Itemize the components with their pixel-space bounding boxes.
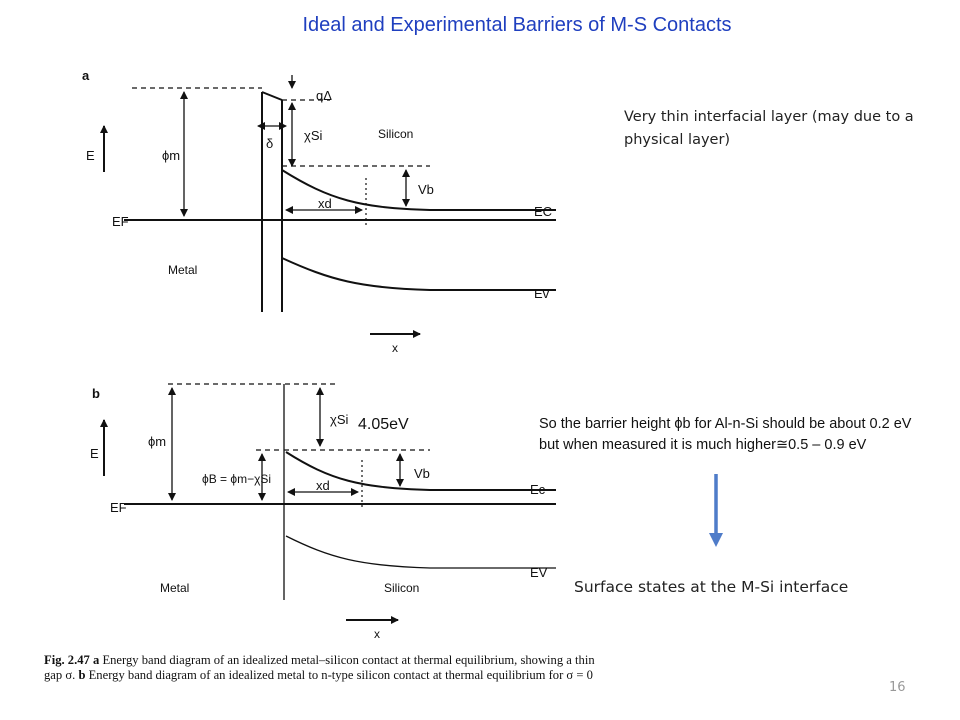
phi-m-label: ϕm xyxy=(148,434,166,449)
valence-band-curve xyxy=(285,535,556,569)
ev-label: Ev xyxy=(534,286,550,301)
vb-label: Vb xyxy=(418,182,434,197)
caption-fig-number: Fig. 2.47 xyxy=(44,653,90,667)
energy-axis-label: E xyxy=(90,446,99,461)
xd-label: xd xyxy=(318,196,332,211)
valence-band-curve xyxy=(281,257,556,291)
ec-label: EC xyxy=(534,204,552,219)
caption-part-a: Energy band diagram of an idealized meta… xyxy=(44,653,595,682)
conduction-band-curve xyxy=(281,169,556,211)
oxide-barrier-top xyxy=(261,91,283,101)
x-axis-label: x xyxy=(392,341,398,355)
panel-label-a: a xyxy=(82,68,90,83)
chi-si-label: χSi xyxy=(304,128,322,143)
energy-axis-label: E xyxy=(86,148,95,163)
delta-label: δ xyxy=(266,136,273,151)
silicon-label: Silicon xyxy=(384,581,419,595)
chi-value-label: 4.05eV xyxy=(358,416,409,433)
diagram-b-group: b E ϕm ϕB = ϕm−χSi EF Metal Silicon χSi … xyxy=(90,383,556,641)
metal-label: Metal xyxy=(160,581,189,595)
note-surface-states: Surface states at the M-Si interface xyxy=(574,578,849,596)
caption-part-b: Energy band diagram of an idealized meta… xyxy=(88,668,593,682)
xd-label: xd xyxy=(316,478,330,493)
phi-m-label: ϕm xyxy=(162,148,180,163)
ec-label: Ec xyxy=(530,482,546,497)
note-barrier-height: So the barrier height ϕb for Al-n-Si sho… xyxy=(539,416,912,453)
figure-caption: Fig. 2.47 a Energy band diagram of an id… xyxy=(44,653,604,683)
fermi-label: EF xyxy=(110,500,127,515)
metal-label: Metal xyxy=(168,263,197,277)
conduction-band-curve xyxy=(285,451,556,491)
q-delta-label: qΔ xyxy=(316,88,332,103)
chi-si-label: χSi xyxy=(330,412,348,427)
caption-part-b-label: b xyxy=(78,668,86,682)
fermi-label: EF xyxy=(112,214,129,229)
caption-part-a-label: a xyxy=(92,653,100,667)
ev-label: EV xyxy=(530,565,548,580)
diagram-a-group: a E ϕm EF Metal qΔ χSi δ Silicon Vb xd E… xyxy=(82,68,556,355)
panel-label-b: b xyxy=(92,386,100,401)
page-number: 16 xyxy=(889,680,906,695)
x-axis-label: x xyxy=(374,627,380,641)
phi-b-equation: ϕB = ϕm−χSi xyxy=(202,472,271,486)
slide-title: Ideal and Experimental Barriers of M-S C… xyxy=(302,14,732,36)
vb-label: Vb xyxy=(414,466,430,481)
silicon-label: Silicon xyxy=(378,127,413,141)
note-thin-layer: Very thin interfacial layer (may due to … xyxy=(624,109,914,148)
